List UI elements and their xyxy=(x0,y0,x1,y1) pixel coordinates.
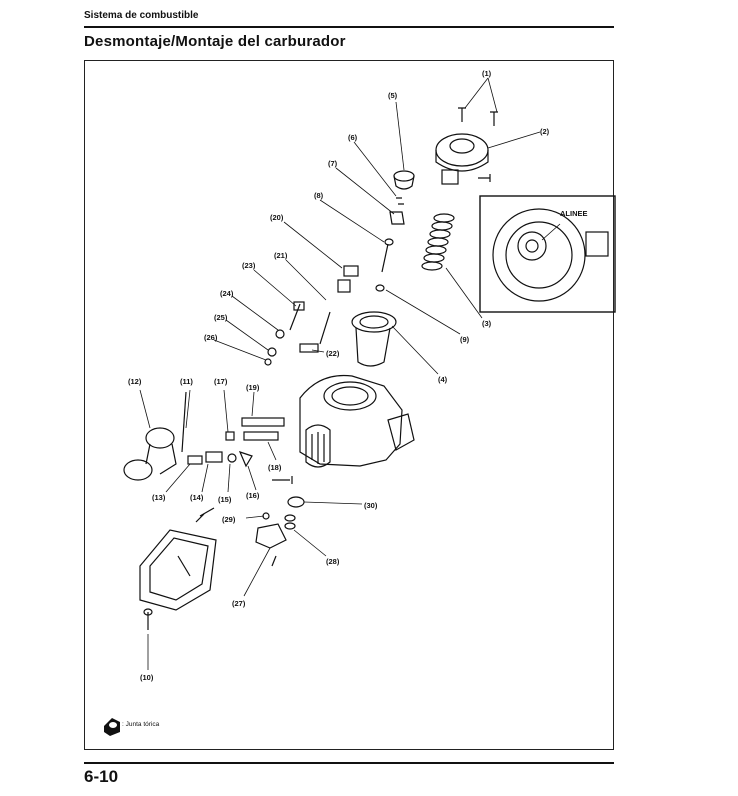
callout-2: (2) xyxy=(540,127,550,136)
callout-6: (6) xyxy=(348,133,358,142)
callout-11: (11) xyxy=(180,377,193,386)
inset-box xyxy=(479,195,616,313)
callout-18: (18) xyxy=(268,463,282,472)
inset-label: ALINEE xyxy=(560,209,588,218)
callout-10: (10) xyxy=(140,673,154,682)
callout-5: (5) xyxy=(388,91,398,100)
section-title: Sistema de combustible xyxy=(84,10,199,21)
callout-22: (22) xyxy=(326,349,340,358)
spring-part xyxy=(421,213,455,271)
diagram-frame xyxy=(84,60,614,750)
carburetor-body xyxy=(299,374,415,468)
callout-19: (19) xyxy=(246,383,260,392)
header-rule xyxy=(84,26,614,28)
callout-7: (7) xyxy=(328,159,338,168)
callout-12: (12) xyxy=(128,377,142,386)
callout-3: (3) xyxy=(482,319,492,328)
legend-text: : Junta tórica xyxy=(122,721,160,728)
page-number: 6-10 xyxy=(84,767,119,786)
callout-25: (25) xyxy=(214,313,228,322)
callout-23: (23) xyxy=(242,261,256,270)
callout-24: (24) xyxy=(220,289,234,298)
callout-20: (20) xyxy=(270,213,284,222)
callout-9: (9) xyxy=(460,335,470,344)
callout-14: (14) xyxy=(190,493,204,502)
callout-17: (17) xyxy=(214,377,228,386)
callout-1: (1) xyxy=(482,69,492,78)
callout-21: (21) xyxy=(274,251,288,260)
footer-rule xyxy=(84,762,614,764)
callout-29: (29) xyxy=(222,515,236,524)
callout-28: (28) xyxy=(326,557,340,566)
callout-16: (16) xyxy=(246,491,260,500)
callout-4: (4) xyxy=(438,375,448,384)
callout-15: (15) xyxy=(218,495,232,504)
callout-26: (26) xyxy=(204,333,218,342)
callout-8: (8) xyxy=(314,191,324,200)
callout-27: (27) xyxy=(232,599,246,608)
float-bowl xyxy=(139,529,217,611)
callout-13: (13) xyxy=(152,493,166,502)
page-title: Desmontaje/Montaje del carburador xyxy=(84,33,346,50)
o-ring-icon xyxy=(104,718,120,736)
callout-30: (30) xyxy=(364,501,378,510)
